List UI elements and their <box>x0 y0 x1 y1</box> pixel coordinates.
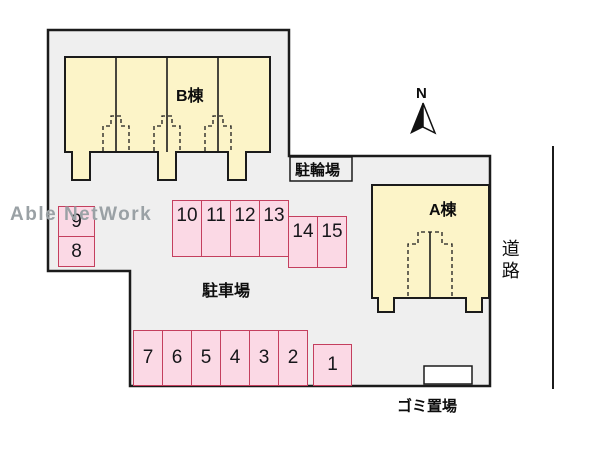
building-b-label: B棟 <box>176 88 204 105</box>
parking-lot-label: 駐車場 <box>202 283 251 300</box>
garbage-area-label: ゴミ置場 <box>397 398 458 415</box>
parking-space-14: 14 <box>288 216 318 268</box>
building-a-label: A棟 <box>429 202 457 219</box>
watermark: Able NetWork <box>10 204 153 225</box>
north-arrow-icon <box>410 102 424 135</box>
parking-space-11: 11 <box>201 200 231 257</box>
building-a-entrance-icon <box>407 231 453 296</box>
parking-space-8: 8 <box>58 236 95 267</box>
parking-space-1: 1 <box>313 344 352 386</box>
parking-space-13: 13 <box>259 200 289 257</box>
bicycle-parking-label: 駐輪場 <box>295 162 341 179</box>
north-label: N <box>416 85 427 102</box>
parking-space-6: 6 <box>162 330 192 386</box>
parking-space-9: 9 <box>58 206 95 237</box>
parking-space-5: 5 <box>191 330 221 386</box>
parking-space-7: 7 <box>133 330 163 386</box>
parking-space-15: 15 <box>317 216 347 268</box>
bicycle-shed-outline <box>289 156 353 182</box>
parking-space-3: 3 <box>249 330 279 386</box>
garbage-station-box <box>423 365 473 385</box>
parking-space-2: 2 <box>278 330 308 386</box>
north-arrow-icon <box>422 102 437 135</box>
parking-space-12: 12 <box>230 200 260 257</box>
road-label: 道路 <box>499 239 520 283</box>
parking-space-10: 10 <box>172 200 202 257</box>
parking-space-4: 4 <box>220 330 250 386</box>
